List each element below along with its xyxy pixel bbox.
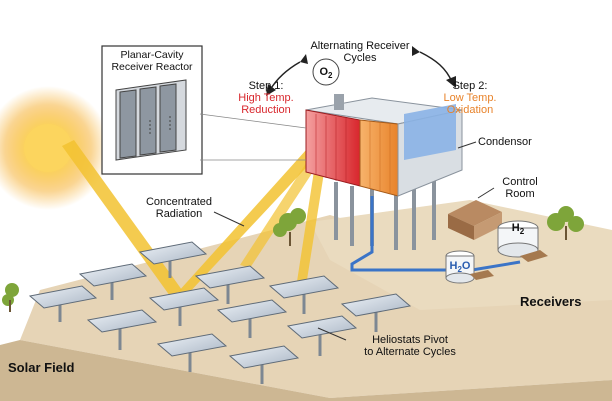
heliostats <box>28 241 412 369</box>
o2-label: O2 <box>314 66 338 82</box>
field-shadow <box>0 340 612 401</box>
reactor-drawing <box>115 79 187 161</box>
control-room-wall-2 <box>474 212 502 240</box>
o2-stack <box>334 94 344 110</box>
title-line2: Cycles <box>343 52 377 64</box>
h2o-main: H <box>449 260 458 272</box>
inset-line2: Receiver Reactor <box>111 61 193 73</box>
radiation-beam-3 <box>240 154 322 268</box>
receivers-text: Receivers <box>520 294 582 309</box>
step1-label: Step 1: High Temp. Reduction <box>226 80 306 116</box>
receiver-step2 <box>359 119 399 197</box>
control-room-line2: Room <box>505 188 535 200</box>
step1-line2: High Temp. <box>238 92 294 104</box>
o2-main: O <box>319 66 329 78</box>
radiation-line1: Concentrated <box>145 196 213 208</box>
h2-sub: 2 <box>519 227 525 237</box>
alt-arrow-right <box>419 51 453 83</box>
radiation-label: Concentrated Radiation <box>134 196 224 220</box>
step1-line3: Reduction <box>241 104 291 116</box>
control-room-line1: Control <box>502 176 538 188</box>
h2o-base <box>470 270 494 280</box>
heliostats-line2: to Alternate Cycles <box>364 346 456 358</box>
pipe-blue <box>350 196 521 272</box>
inset-line1: Planar-Cavity <box>120 49 184 61</box>
step2-label: Step 2: Low Temp. Oxidation <box>430 80 510 116</box>
h2-label: H2 <box>504 222 532 238</box>
radiation-beam-4 <box>296 158 326 288</box>
condensor-label: Condensor <box>478 136 532 148</box>
step2-line2: Low Temp. <box>443 92 497 104</box>
h2o-label: H2O <box>446 260 474 276</box>
receiver-step1 <box>305 109 361 187</box>
title-line1: Alternating Receiver <box>310 40 410 52</box>
heliostats-label: Heliostats Pivot to Alternate Cycles <box>344 334 476 358</box>
step2-line3: Oxidation <box>446 104 494 116</box>
o2-bubble <box>312 58 340 86</box>
solar-field-label: Solar Field <box>8 360 75 375</box>
control-room-wall <box>448 214 474 240</box>
radiation-beam-2 <box>178 150 318 296</box>
sun <box>24 124 72 172</box>
h2o-end: O <box>461 260 471 272</box>
condensor-panel <box>404 104 456 160</box>
step1-line1: Step 1: <box>248 80 284 92</box>
solar-field-text: Solar Field <box>8 360 75 375</box>
heliostats-line1: Heliostats Pivot <box>372 334 448 346</box>
control-room-label: Control Room <box>490 176 550 200</box>
h2-main: H <box>511 222 520 234</box>
step2-line1: Step 2: <box>452 80 488 92</box>
condensor-text: Condensor <box>478 136 532 148</box>
title-label: Alternating Receiver Cycles <box>296 40 424 64</box>
o2-sub: 2 <box>328 71 333 81</box>
radiation-line2: Radiation <box>155 208 203 220</box>
h2-base <box>520 250 548 262</box>
control-room-roof <box>448 200 502 226</box>
inset-title: Planar-Cavity Receiver Reactor <box>104 49 200 73</box>
h2o-sub: 2 <box>457 265 462 275</box>
receivers-label: Receivers <box>520 294 582 309</box>
